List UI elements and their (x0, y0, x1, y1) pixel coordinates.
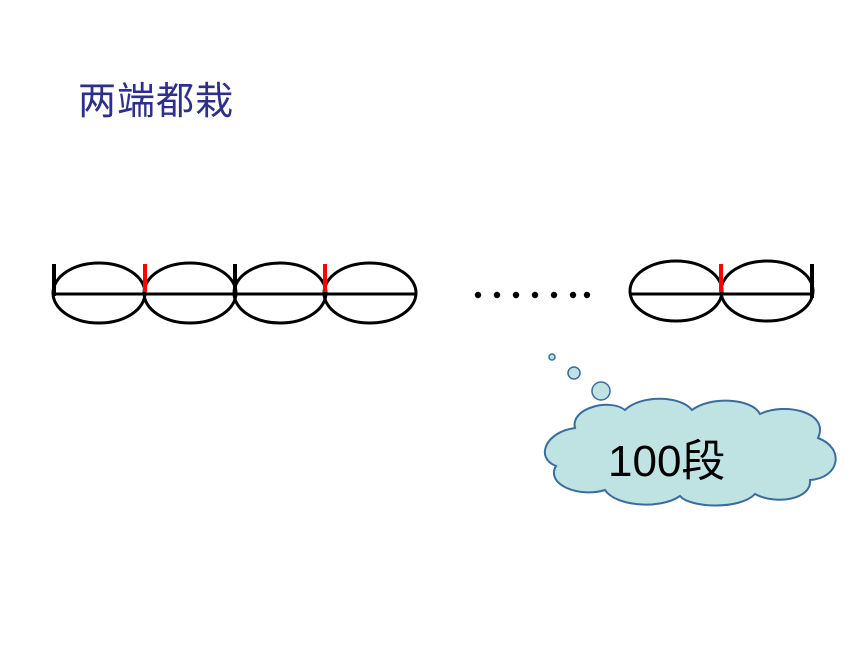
thought-bubble-medium (567, 366, 581, 380)
thought-cloud (543, 397, 837, 507)
cloud-label: 100段 (608, 437, 725, 486)
segment-ellipse (719, 259, 815, 323)
thought-bubble-small (548, 353, 556, 361)
segment-ellipse (322, 261, 418, 325)
segment-ellipse (628, 259, 724, 323)
slide-title: 两端都栽 (78, 79, 235, 123)
thought-bubble-large (591, 381, 611, 401)
ellipsis-dots (474, 291, 591, 299)
